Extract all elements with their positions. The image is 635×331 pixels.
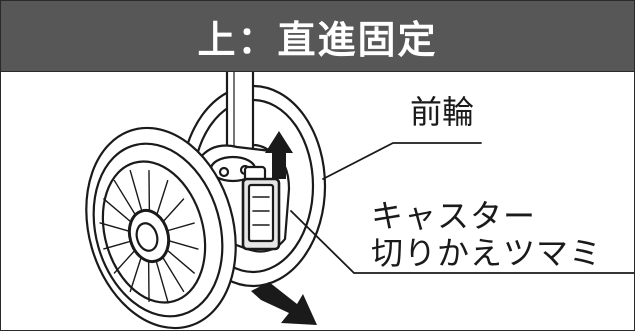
wheel-illustration	[85, 72, 634, 330]
caster-switch-label-line2: 切りかえツマミ	[371, 234, 603, 272]
wheel-spoke	[156, 179, 169, 216]
wheel-spoke	[166, 222, 195, 232]
wheel-spoke	[166, 249, 195, 274]
wheel-spoke	[155, 260, 169, 303]
wheel-spoke	[161, 256, 185, 293]
wheel-spoke	[113, 179, 137, 216]
banner-title: 上：直進固定	[1, 1, 634, 71]
wheel-spoke	[129, 256, 142, 293]
caster-switch-knob	[241, 165, 281, 251]
wheel-spoke	[113, 249, 136, 274]
wheel-spoke	[129, 169, 143, 212]
wheel-spoke	[103, 240, 132, 250]
direction-arrow-icon	[251, 282, 317, 325]
up-arrow-icon	[265, 131, 293, 179]
front-wheel-label: 前輪	[410, 93, 475, 131]
wheel-spoke	[167, 240, 199, 250]
front-wheel	[85, 126, 237, 330]
wheel-spokes	[99, 169, 199, 303]
wheel-spoke	[103, 198, 132, 223]
wheel-spoke	[162, 198, 185, 223]
caster-switch-label-line1: キャスター	[371, 197, 537, 235]
wheel-spoke	[99, 222, 131, 232]
banner-divider	[1, 71, 634, 72]
leader-lines	[290, 142, 634, 274]
